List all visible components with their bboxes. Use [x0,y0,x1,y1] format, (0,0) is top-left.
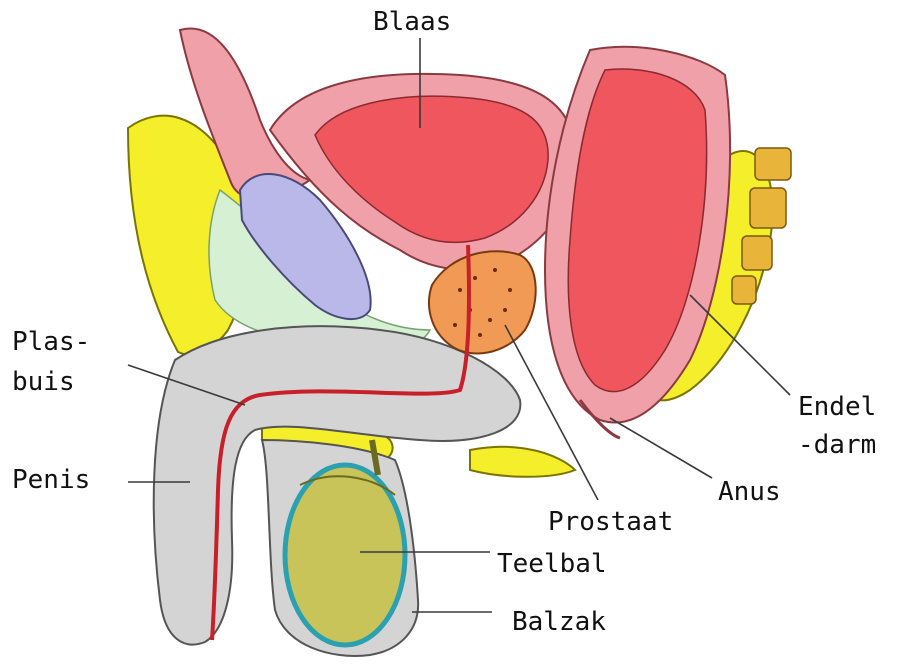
label-endeldarm-line2: -darm [798,430,876,460]
anal-fat [470,447,575,477]
leader-anus [610,418,712,478]
label-prostaat: Prostaat [548,507,673,537]
label-balzak: Balzak [512,607,606,637]
bladder-lumen [315,96,548,242]
label-penis: Penis [12,465,90,495]
label-plasbuis-line2: buis [12,367,75,397]
label-plasbuis-line1: Plas- [12,327,90,357]
label-anus: Anus [718,477,781,507]
testis [285,465,405,645]
label-teelbal: Teelbal [497,549,607,579]
label-endeldarm-line1: Endel [798,392,876,422]
label-blaas: Blaas [373,7,451,37]
